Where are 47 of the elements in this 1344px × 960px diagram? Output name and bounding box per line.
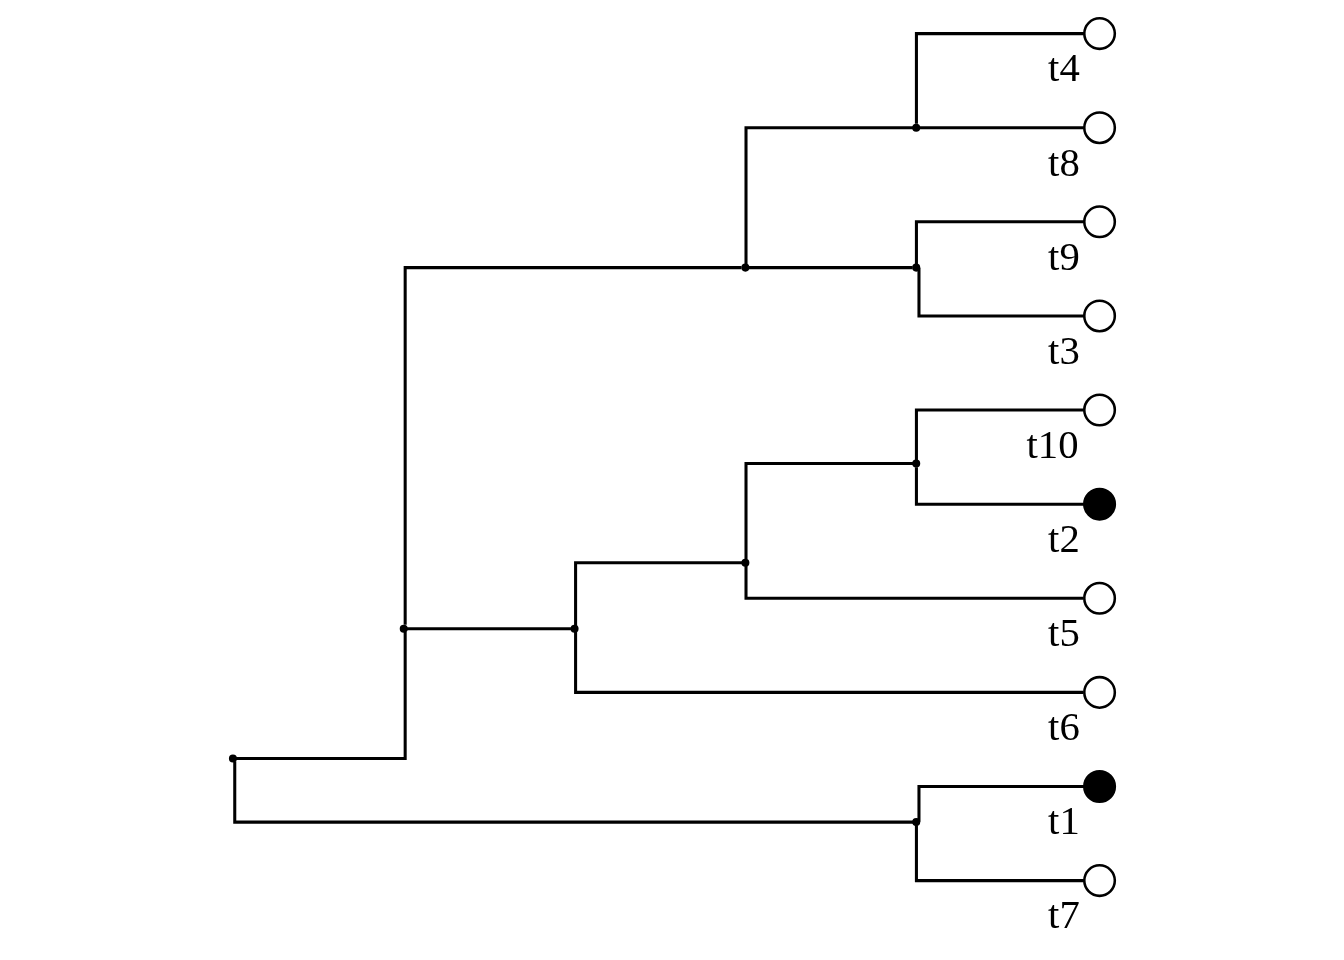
connector: [914, 220, 1084, 265]
node-label: t2: [1047, 515, 1080, 561]
node-point: [911, 123, 920, 132]
node-label: t8: [1047, 139, 1080, 185]
node-circle: [1082, 393, 1116, 427]
node-point: [740, 558, 749, 567]
connector: [573, 631, 1083, 694]
node-label: t6: [1047, 704, 1080, 750]
connector: [235, 632, 407, 761]
node-circle: [1082, 299, 1116, 333]
node-label: t5: [1047, 610, 1080, 656]
connector: [918, 126, 1084, 130]
connector: [573, 561, 742, 626]
connector: [916, 267, 1084, 318]
node-point: [399, 624, 408, 633]
node-circle: [1082, 581, 1116, 615]
connector: [403, 266, 742, 625]
connector: [744, 565, 1083, 600]
node-label: t10: [1026, 421, 1079, 467]
node-label: t1: [1047, 798, 1080, 844]
connector: [914, 408, 1084, 461]
connector: [914, 825, 1084, 883]
node-point: [570, 624, 579, 633]
node-circle: [1082, 864, 1116, 898]
node-circle: [1082, 205, 1116, 239]
node-label: t7: [1047, 892, 1080, 938]
node-point: [911, 818, 920, 827]
connector: [744, 126, 913, 265]
connector: [747, 266, 913, 270]
node-point: [228, 754, 237, 763]
node-point: [740, 263, 749, 272]
connector: [406, 627, 571, 631]
connector: [744, 461, 913, 560]
node-label: t3: [1047, 327, 1080, 373]
node-point: [911, 459, 920, 468]
node-circle: [1082, 675, 1116, 709]
node-label: t9: [1047, 233, 1080, 279]
node-circle: [1082, 111, 1116, 145]
connector: [914, 467, 1084, 506]
node-dot: [1082, 769, 1116, 804]
connector: [232, 761, 913, 824]
node-label: t4: [1047, 45, 1080, 91]
node-point: [911, 263, 920, 272]
connector: [916, 784, 1084, 822]
node-dot: [1082, 487, 1116, 521]
connector: [914, 32, 1084, 124]
node-circle: [1082, 17, 1116, 51]
